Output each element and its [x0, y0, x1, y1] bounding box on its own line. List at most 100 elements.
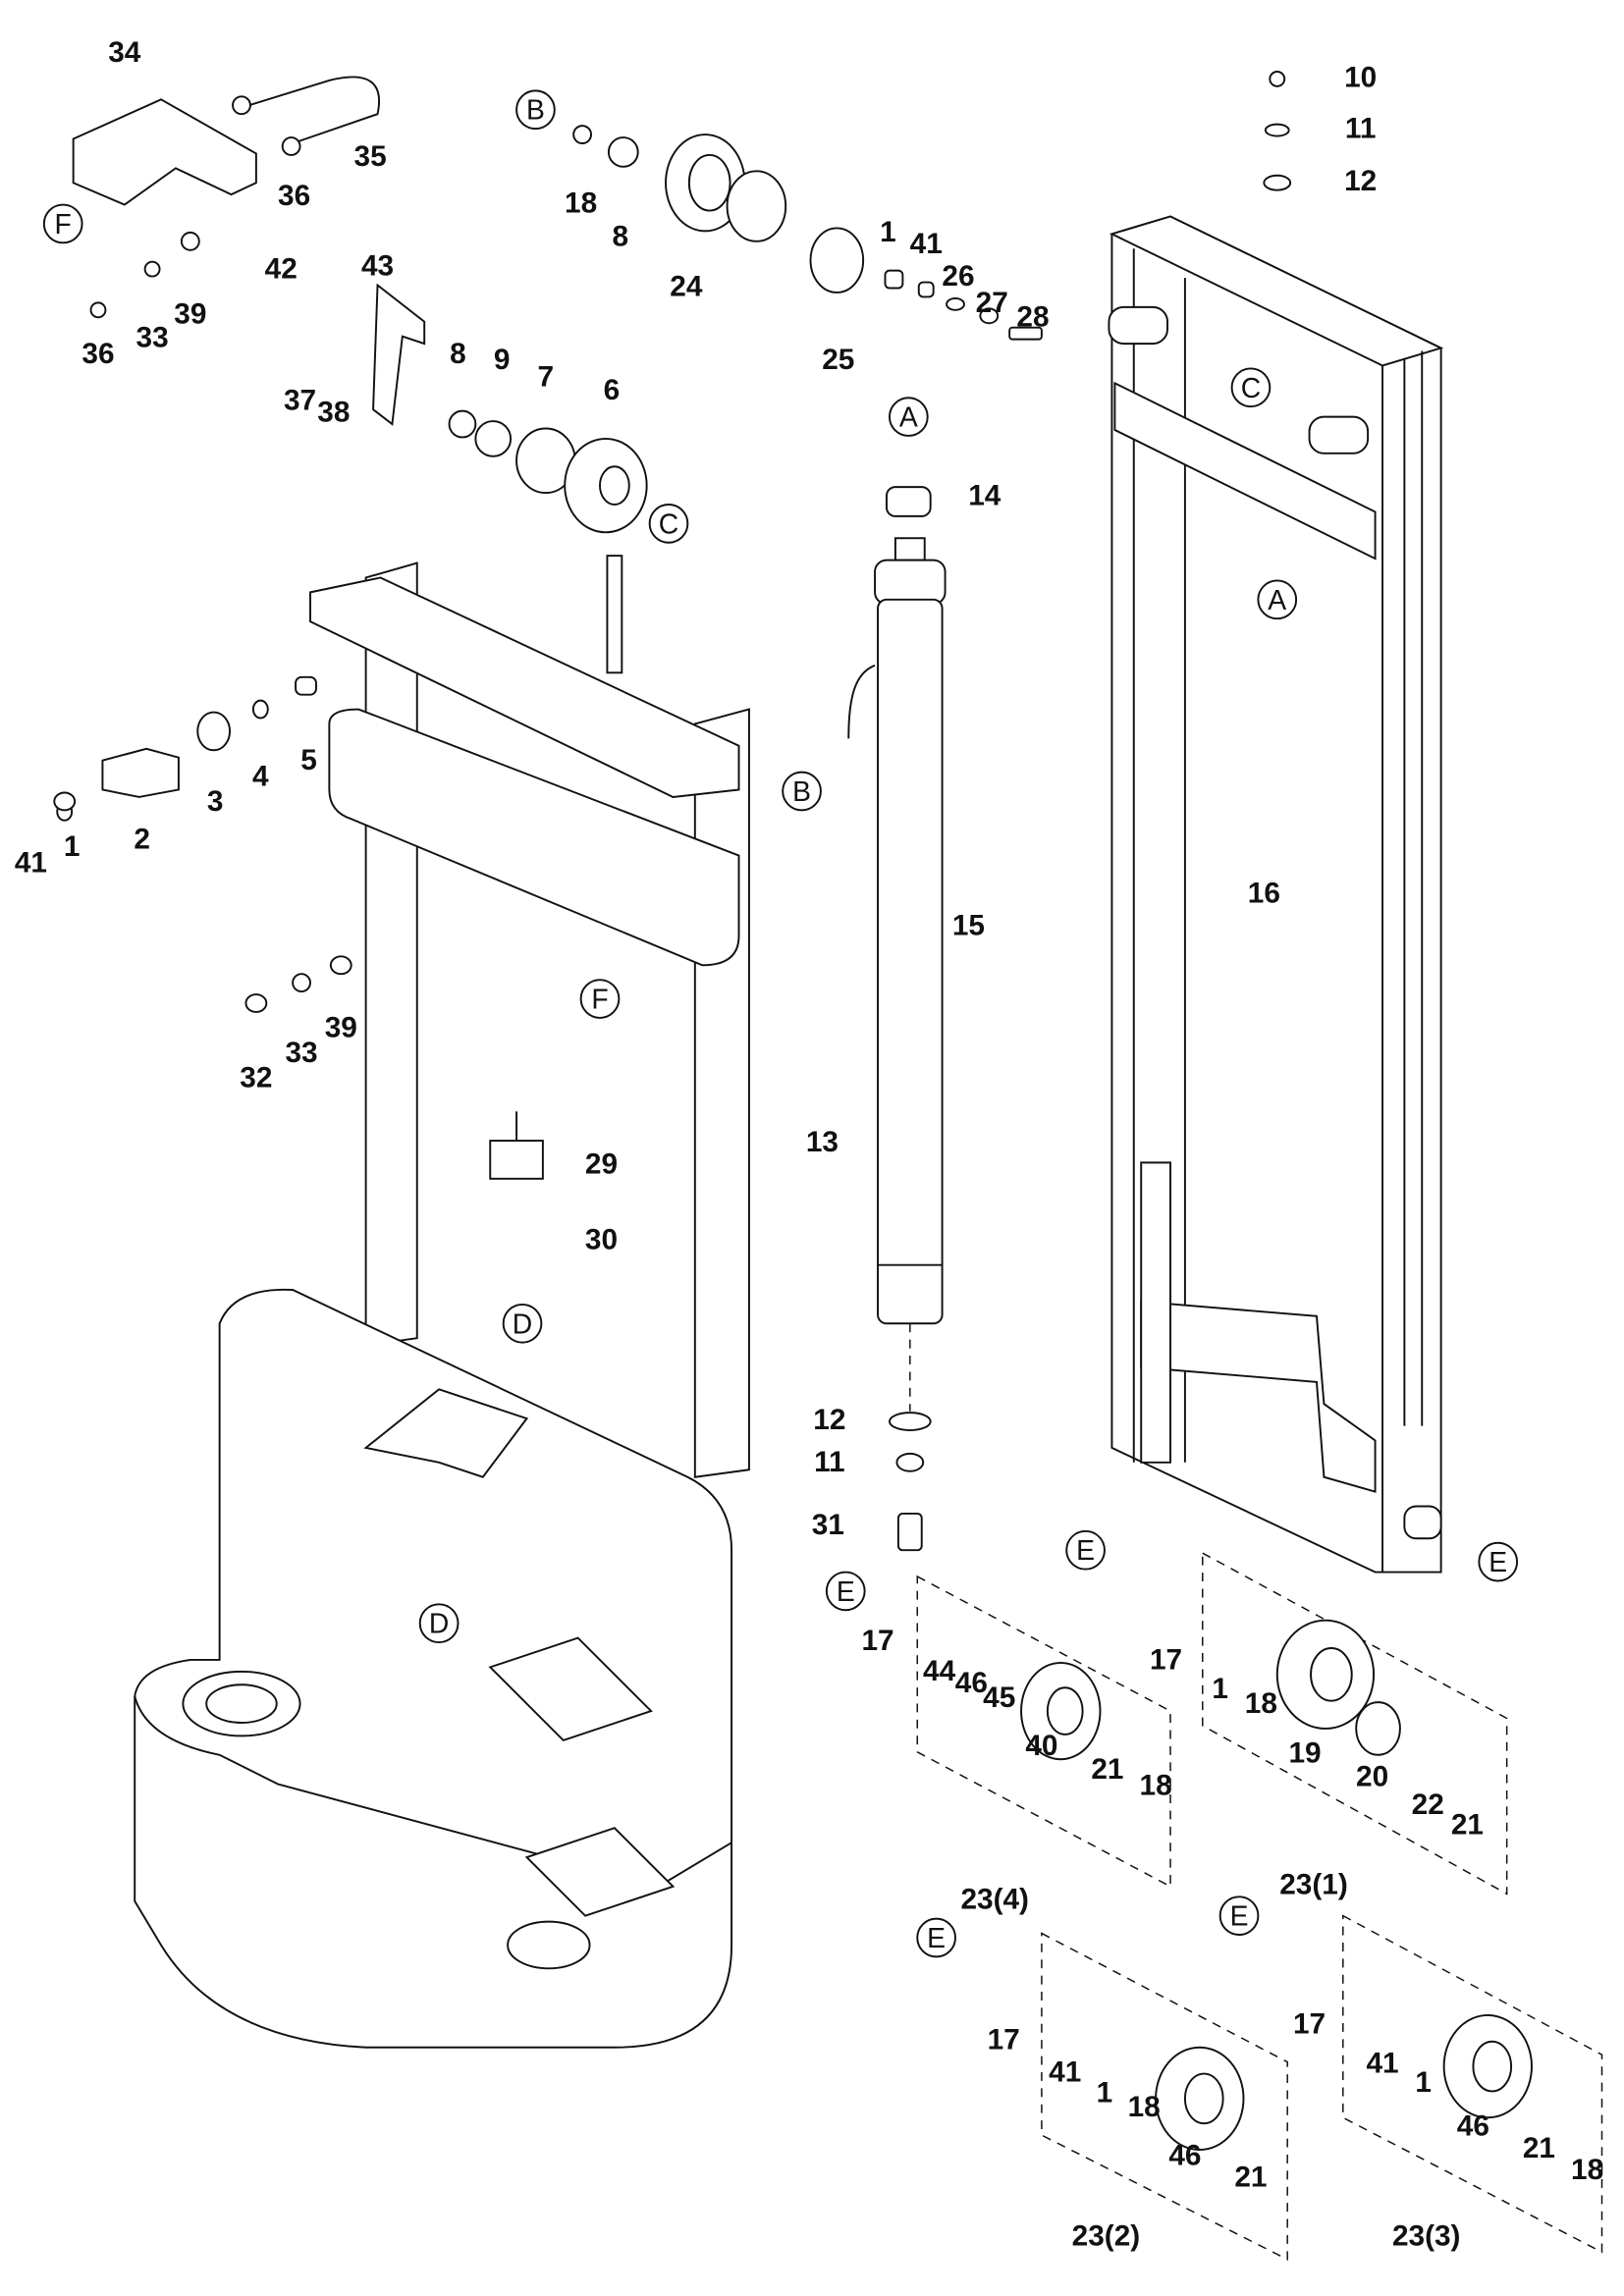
- part-number-label: 18: [1245, 1687, 1277, 1720]
- reference-marker: C: [648, 504, 689, 544]
- outer-mast: [1108, 215, 1444, 1574]
- part-number-label: 41: [15, 846, 47, 879]
- part-number-label: 33: [285, 1037, 317, 1069]
- part-number-label: 39: [325, 1012, 357, 1044]
- part-number-label: 35: [354, 140, 387, 173]
- part-number-label: 9: [494, 344, 511, 376]
- part-number-label: 18: [1140, 1769, 1172, 1801]
- part-number-label: 17: [861, 1625, 893, 1657]
- part-number-label: 44: [923, 1655, 956, 1687]
- part-number-label: 23(2): [1072, 2219, 1141, 2252]
- part-number-label: 23(1): [1279, 1869, 1348, 1901]
- part-number-label: 34: [108, 36, 141, 69]
- marker-circle: [515, 89, 556, 131]
- marker-letter: A: [899, 401, 918, 433]
- marker-letter: F: [55, 208, 72, 240]
- marker-circle: [579, 979, 621, 1019]
- reference-marker: B: [515, 89, 556, 131]
- marker-letter: B: [526, 94, 545, 126]
- marker-circle: [825, 1571, 866, 1612]
- part-number-label: 18: [1128, 2091, 1161, 2123]
- part-number-label: 13: [806, 1126, 839, 1158]
- part-number-label: 23(3): [1392, 2219, 1461, 2252]
- part-number-label: 1: [1212, 1673, 1228, 1705]
- part-number-label: 18: [1571, 2154, 1603, 2186]
- part-number-label: 4: [252, 760, 269, 792]
- lift-cylinder: [847, 486, 947, 1552]
- reference-marker: E: [1478, 1541, 1519, 1582]
- part-number-label: 7: [538, 361, 555, 394]
- part-number-label: 33: [136, 322, 169, 354]
- reference-marker: C: [1230, 367, 1272, 408]
- part-number-label: 28: [1016, 301, 1049, 334]
- marker-letter: E: [837, 1575, 855, 1607]
- part-number-label: 37: [284, 385, 316, 417]
- marker-letter: A: [1268, 584, 1286, 615]
- marker-circle: [42, 203, 83, 244]
- part-number-label: 11: [814, 1446, 844, 1478]
- reference-marker: A: [888, 397, 929, 437]
- marker-circle: [1218, 1896, 1260, 1936]
- reference-marker: E: [1065, 1529, 1106, 1571]
- reference-marker: B: [782, 771, 822, 812]
- part-number-label: 45: [983, 1682, 1015, 1714]
- part-number-label: 32: [240, 1061, 272, 1094]
- part-number-label: 21: [1523, 2132, 1555, 2164]
- part-number-label: 17: [1293, 2007, 1326, 2040]
- part-number-label: 29: [585, 1148, 618, 1180]
- marker-circle: [1230, 367, 1272, 408]
- part-number-label: 12: [813, 1404, 845, 1436]
- part-number-label: 24: [670, 270, 703, 302]
- part-number-label: 46: [955, 1667, 988, 1699]
- part-number-label: 19: [1288, 1737, 1321, 1770]
- marker-circle: [1257, 579, 1298, 620]
- reference-marker: A: [1257, 579, 1298, 620]
- marker-circle: [888, 397, 929, 437]
- marker-letter: C: [659, 507, 678, 539]
- part-number-label: 11: [1345, 112, 1376, 144]
- reference-marker: E: [1218, 1896, 1260, 1936]
- reference-marker: D: [418, 1603, 460, 1644]
- part-number-label: 41: [1366, 2047, 1398, 2079]
- part-number-label: 6: [604, 374, 621, 406]
- top-components: [53, 71, 1292, 1013]
- part-number-label: 42: [265, 252, 298, 285]
- part-number-label: 43: [361, 250, 394, 283]
- part-number-label: 16: [1248, 878, 1280, 910]
- part-number-label: 1: [1415, 2066, 1432, 2099]
- reference-marker: F: [579, 979, 621, 1019]
- marker-letter: D: [513, 1308, 532, 1339]
- marker-letter: F: [591, 984, 608, 1015]
- part-number-label: 3: [207, 785, 224, 818]
- part-number-label: 8: [613, 221, 629, 253]
- marker-circle: [1065, 1529, 1106, 1571]
- part-number-label: 17: [988, 2024, 1020, 2056]
- marker-letter: C: [1241, 372, 1261, 403]
- marker-circle: [916, 1917, 956, 1958]
- part-number-label: 41: [910, 228, 943, 260]
- marker-letter: E: [927, 1922, 946, 1953]
- marker-letter: E: [1076, 1534, 1095, 1566]
- part-number-label: 36: [278, 180, 310, 212]
- marker-circle: [1478, 1541, 1519, 1582]
- marker-circle: [782, 771, 822, 812]
- part-number-label: 14: [968, 479, 1001, 511]
- part-number-label: 17: [1150, 1643, 1182, 1676]
- part-number-label: 26: [942, 260, 974, 293]
- part-number-label: 18: [565, 187, 597, 219]
- reference-marker: F: [42, 203, 83, 244]
- part-number-label: 2: [134, 824, 150, 856]
- inner-frame: [309, 561, 750, 1478]
- part-number-label: 1: [64, 830, 81, 863]
- part-number-label: 22: [1412, 1789, 1444, 1821]
- part-number-label: 10: [1344, 61, 1377, 93]
- kit-group-boxes: [916, 1551, 1603, 2261]
- part-number-label: 21: [1234, 2162, 1267, 2194]
- part-number-label: 12: [1344, 165, 1377, 197]
- chassis: [134, 1288, 733, 2049]
- part-number-label: 5: [300, 744, 317, 776]
- marker-letter: B: [792, 775, 811, 807]
